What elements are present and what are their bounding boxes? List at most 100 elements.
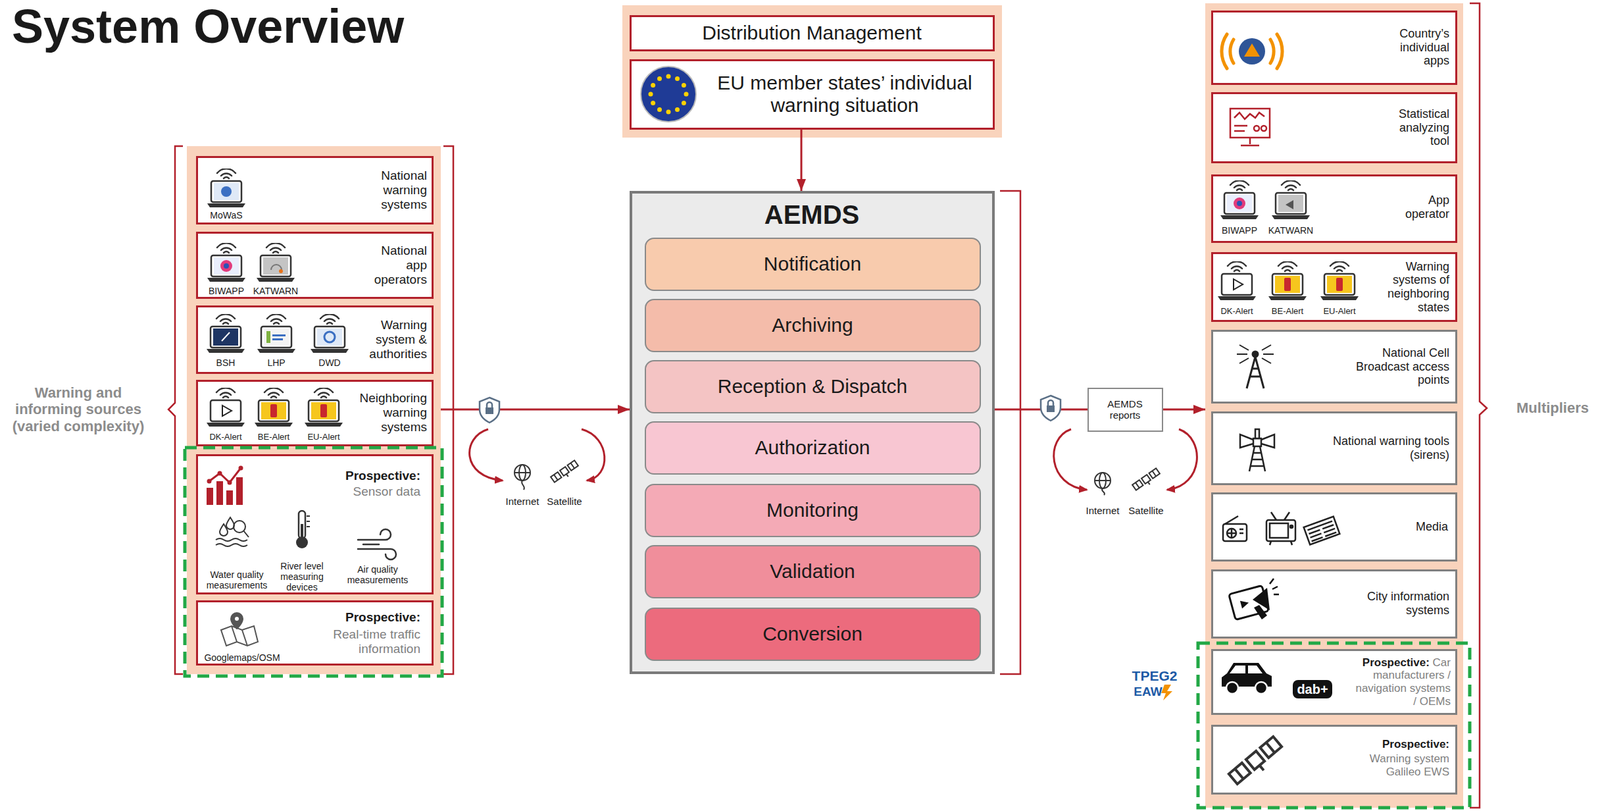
thermometer-icon: [300, 523, 304, 540]
aemds-box: AEMDSNotificationArchivingReception & Di…: [629, 190, 995, 674]
app-icon: [1221, 34, 1283, 69]
text-block: Air quality measurements: [344, 563, 411, 585]
text-block: DK-Alert: [1213, 306, 1260, 317]
report-box: AEMDS reports: [1087, 387, 1164, 432]
globe-icon: [1094, 480, 1111, 495]
map-icon: [221, 612, 258, 646]
laptop-icon: [213, 328, 239, 346]
node-text: App operator: [1405, 193, 1450, 221]
flag-star: [650, 100, 656, 106]
node-text: National Cell Broadcast access points: [1355, 346, 1450, 387]
media-icon: [1307, 521, 1337, 542]
laptop-icon: [320, 403, 327, 418]
chart-icon: [217, 471, 223, 476]
function-step: Notification: [644, 237, 981, 291]
node-text: Statistical analyzing tool: [1398, 107, 1450, 148]
laptop-icon: [263, 328, 289, 346]
page-title: System Overview: [11, 2, 404, 50]
curved-arrow: [469, 428, 503, 481]
map-icon: [234, 616, 239, 621]
node-text: BE-Alert: [1271, 305, 1304, 316]
laptop-icon: [1278, 194, 1304, 212]
bracket: [168, 146, 183, 674]
flag-star: [681, 100, 687, 106]
node-text: Water quality measurements: [206, 569, 268, 591]
eu-flag-icon: [640, 66, 697, 122]
bracket: [1469, 3, 1487, 808]
node-text: DK-Alert: [1220, 305, 1253, 316]
laptop-icon: [1236, 200, 1243, 206]
text-block: Validation: [651, 559, 974, 583]
icon-label: dab+: [1293, 681, 1332, 697]
laptop-icon: [1268, 261, 1307, 300]
text-block: Prospective:Car manufacturers / navigati…: [1355, 655, 1451, 708]
thermometer-icon: [306, 515, 310, 527]
laptop-icon: [266, 330, 271, 343]
node-text: MoWaS: [209, 209, 243, 221]
text-block: Googlemaps/OSM: [199, 651, 285, 663]
text-block: BIWAPP: [203, 285, 250, 297]
siren-icon: [1255, 428, 1260, 439]
source-box: Prospective:Real-time traffic informatio…: [196, 600, 434, 666]
air-icon: [363, 543, 379, 546]
laptop-icon: [1284, 277, 1291, 291]
chart-icon: [216, 480, 224, 505]
text-block: Warning system & authorities: [351, 317, 427, 362]
curved-arrow: [581, 428, 605, 481]
monitor-icon: [1261, 125, 1267, 131]
function-step: Conversion: [644, 607, 981, 661]
laptop-icon: [213, 182, 239, 200]
eu-flag-icon: [640, 66, 697, 122]
flag-star: [666, 74, 672, 79]
flag-star: [666, 109, 672, 115]
flag-star: [648, 92, 654, 97]
laptop-icon: [206, 313, 245, 353]
laptop-icon: [1220, 180, 1259, 220]
node-text: EU-Alert: [1323, 305, 1356, 316]
node-text: Reception & Dispatch: [717, 375, 908, 397]
node-text: Googlemaps/OSM: [203, 651, 280, 663]
icon-label: TPEG2: [1128, 667, 1181, 684]
text-block: Prospective:: [334, 468, 421, 483]
eaw-logo-bolt: [1161, 684, 1173, 700]
node-text: Warning system & authorities: [369, 317, 427, 361]
flag-star: [684, 92, 689, 97]
laptop-icon: [304, 387, 343, 427]
media-icon: [1266, 519, 1296, 541]
node-text: Monitoring: [766, 498, 859, 521]
text-block: Sensor data: [334, 484, 421, 499]
node-text: National warning tools (sirens): [1332, 434, 1450, 462]
node-text: Warning systems of neighboring states: [1387, 259, 1450, 314]
function-step: Reception & Dispatch: [644, 359, 981, 414]
node-text: Air quality measurements: [347, 563, 409, 585]
icon-label: EAW: [1131, 684, 1165, 699]
car-icon: [1255, 681, 1268, 694]
car-icon: [1229, 665, 1263, 674]
shield-icon: [1040, 395, 1061, 421]
satellite-icon: [1135, 470, 1158, 491]
laptop-icon: [1271, 180, 1310, 220]
text-block: Neighboring warning systems: [354, 390, 427, 435]
shield-icon: [479, 395, 1061, 423]
text-block: Media: [1369, 519, 1449, 534]
chart-icon: [227, 480, 233, 485]
laptop-icon: [213, 257, 239, 275]
media-icon: [1269, 523, 1289, 538]
icon-label: Satellite: [541, 495, 588, 507]
car-icon: [1226, 681, 1239, 694]
laptop-icon: [270, 403, 277, 418]
laptop-icon: [1275, 275, 1300, 293]
node-text: BIWAPP: [1221, 225, 1258, 236]
function-step: Archiving: [644, 298, 981, 352]
connector: [440, 408, 630, 411]
chart-icon: [207, 478, 212, 484]
chart-icon: [238, 465, 244, 471]
monitor-icon: [1234, 125, 1248, 131]
text-block: National app operators: [364, 243, 427, 287]
connector: [1163, 408, 1206, 411]
node-text: Prospective:: [1362, 655, 1430, 669]
node-text: Notification: [763, 252, 862, 275]
node-text: Distribution Management: [701, 21, 922, 44]
laptop-icon: [207, 242, 246, 282]
text-block: Multipliers: [1516, 399, 1596, 416]
